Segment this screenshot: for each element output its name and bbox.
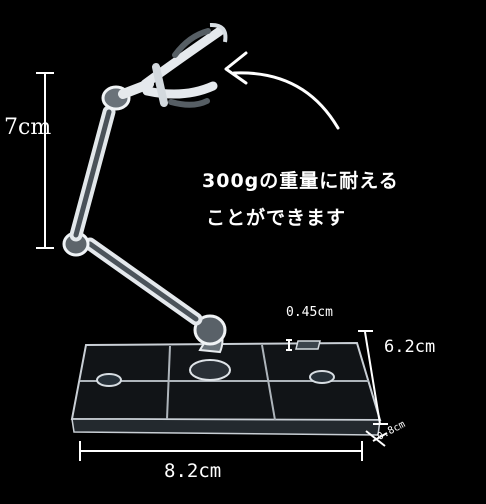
load-capacity-text: 300gの重量に耐える	[202, 170, 399, 192]
load-capacity-text-line-2: ことができます	[206, 207, 347, 229]
callout-arrow-icon	[232, 71, 340, 130]
stand-base	[70, 340, 382, 436]
measurement-guides	[36, 51, 388, 461]
stand-arm	[62, 79, 227, 354]
thickness-label: 0.45cm	[286, 305, 333, 320]
stand-clamp	[140, 22, 228, 108]
height-label: 7cm	[4, 115, 52, 140]
width-label: 8.2cm	[164, 460, 222, 482]
depth-label: 6.2cm	[384, 337, 436, 357]
